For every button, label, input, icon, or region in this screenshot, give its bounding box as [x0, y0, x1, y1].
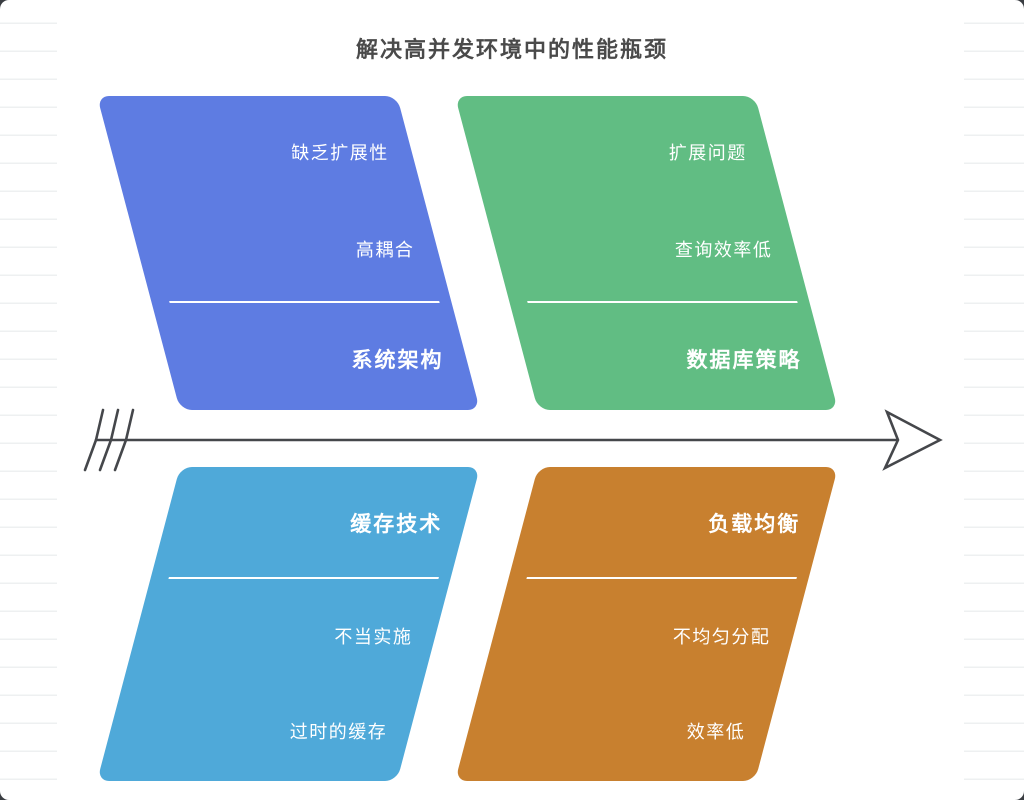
tail-feather-icon — [98, 408, 120, 472]
branch-label: 缓存技术 — [350, 513, 443, 536]
cause-item: 扩展问题 — [668, 143, 747, 163]
branch-divider — [526, 577, 797, 579]
branch-divider — [527, 301, 798, 303]
branch-label: 数据库策略 — [686, 349, 802, 372]
diagram-title: 解决高并发环境中的性能瓶颈 — [355, 37, 668, 62]
cause-item: 缺乏扩展性 — [291, 143, 389, 163]
cause-item: 不当实施 — [334, 627, 413, 647]
cause-item: 过时的缓存 — [289, 722, 388, 742]
cause-item: 效率低 — [686, 722, 746, 742]
branch-label: 负载均衡 — [708, 513, 801, 536]
tail-feather-icon — [83, 408, 105, 472]
cause-item: 不均匀分配 — [672, 627, 771, 647]
branch-divider — [169, 301, 440, 303]
cause-item: 查询效率低 — [674, 240, 773, 260]
tail-feather-icon — [113, 408, 135, 472]
cause-item: 高耦合 — [355, 240, 415, 260]
arrowhead-icon — [882, 409, 943, 471]
branch-divider — [168, 577, 439, 579]
branch-label: 系统架构 — [351, 349, 444, 372]
